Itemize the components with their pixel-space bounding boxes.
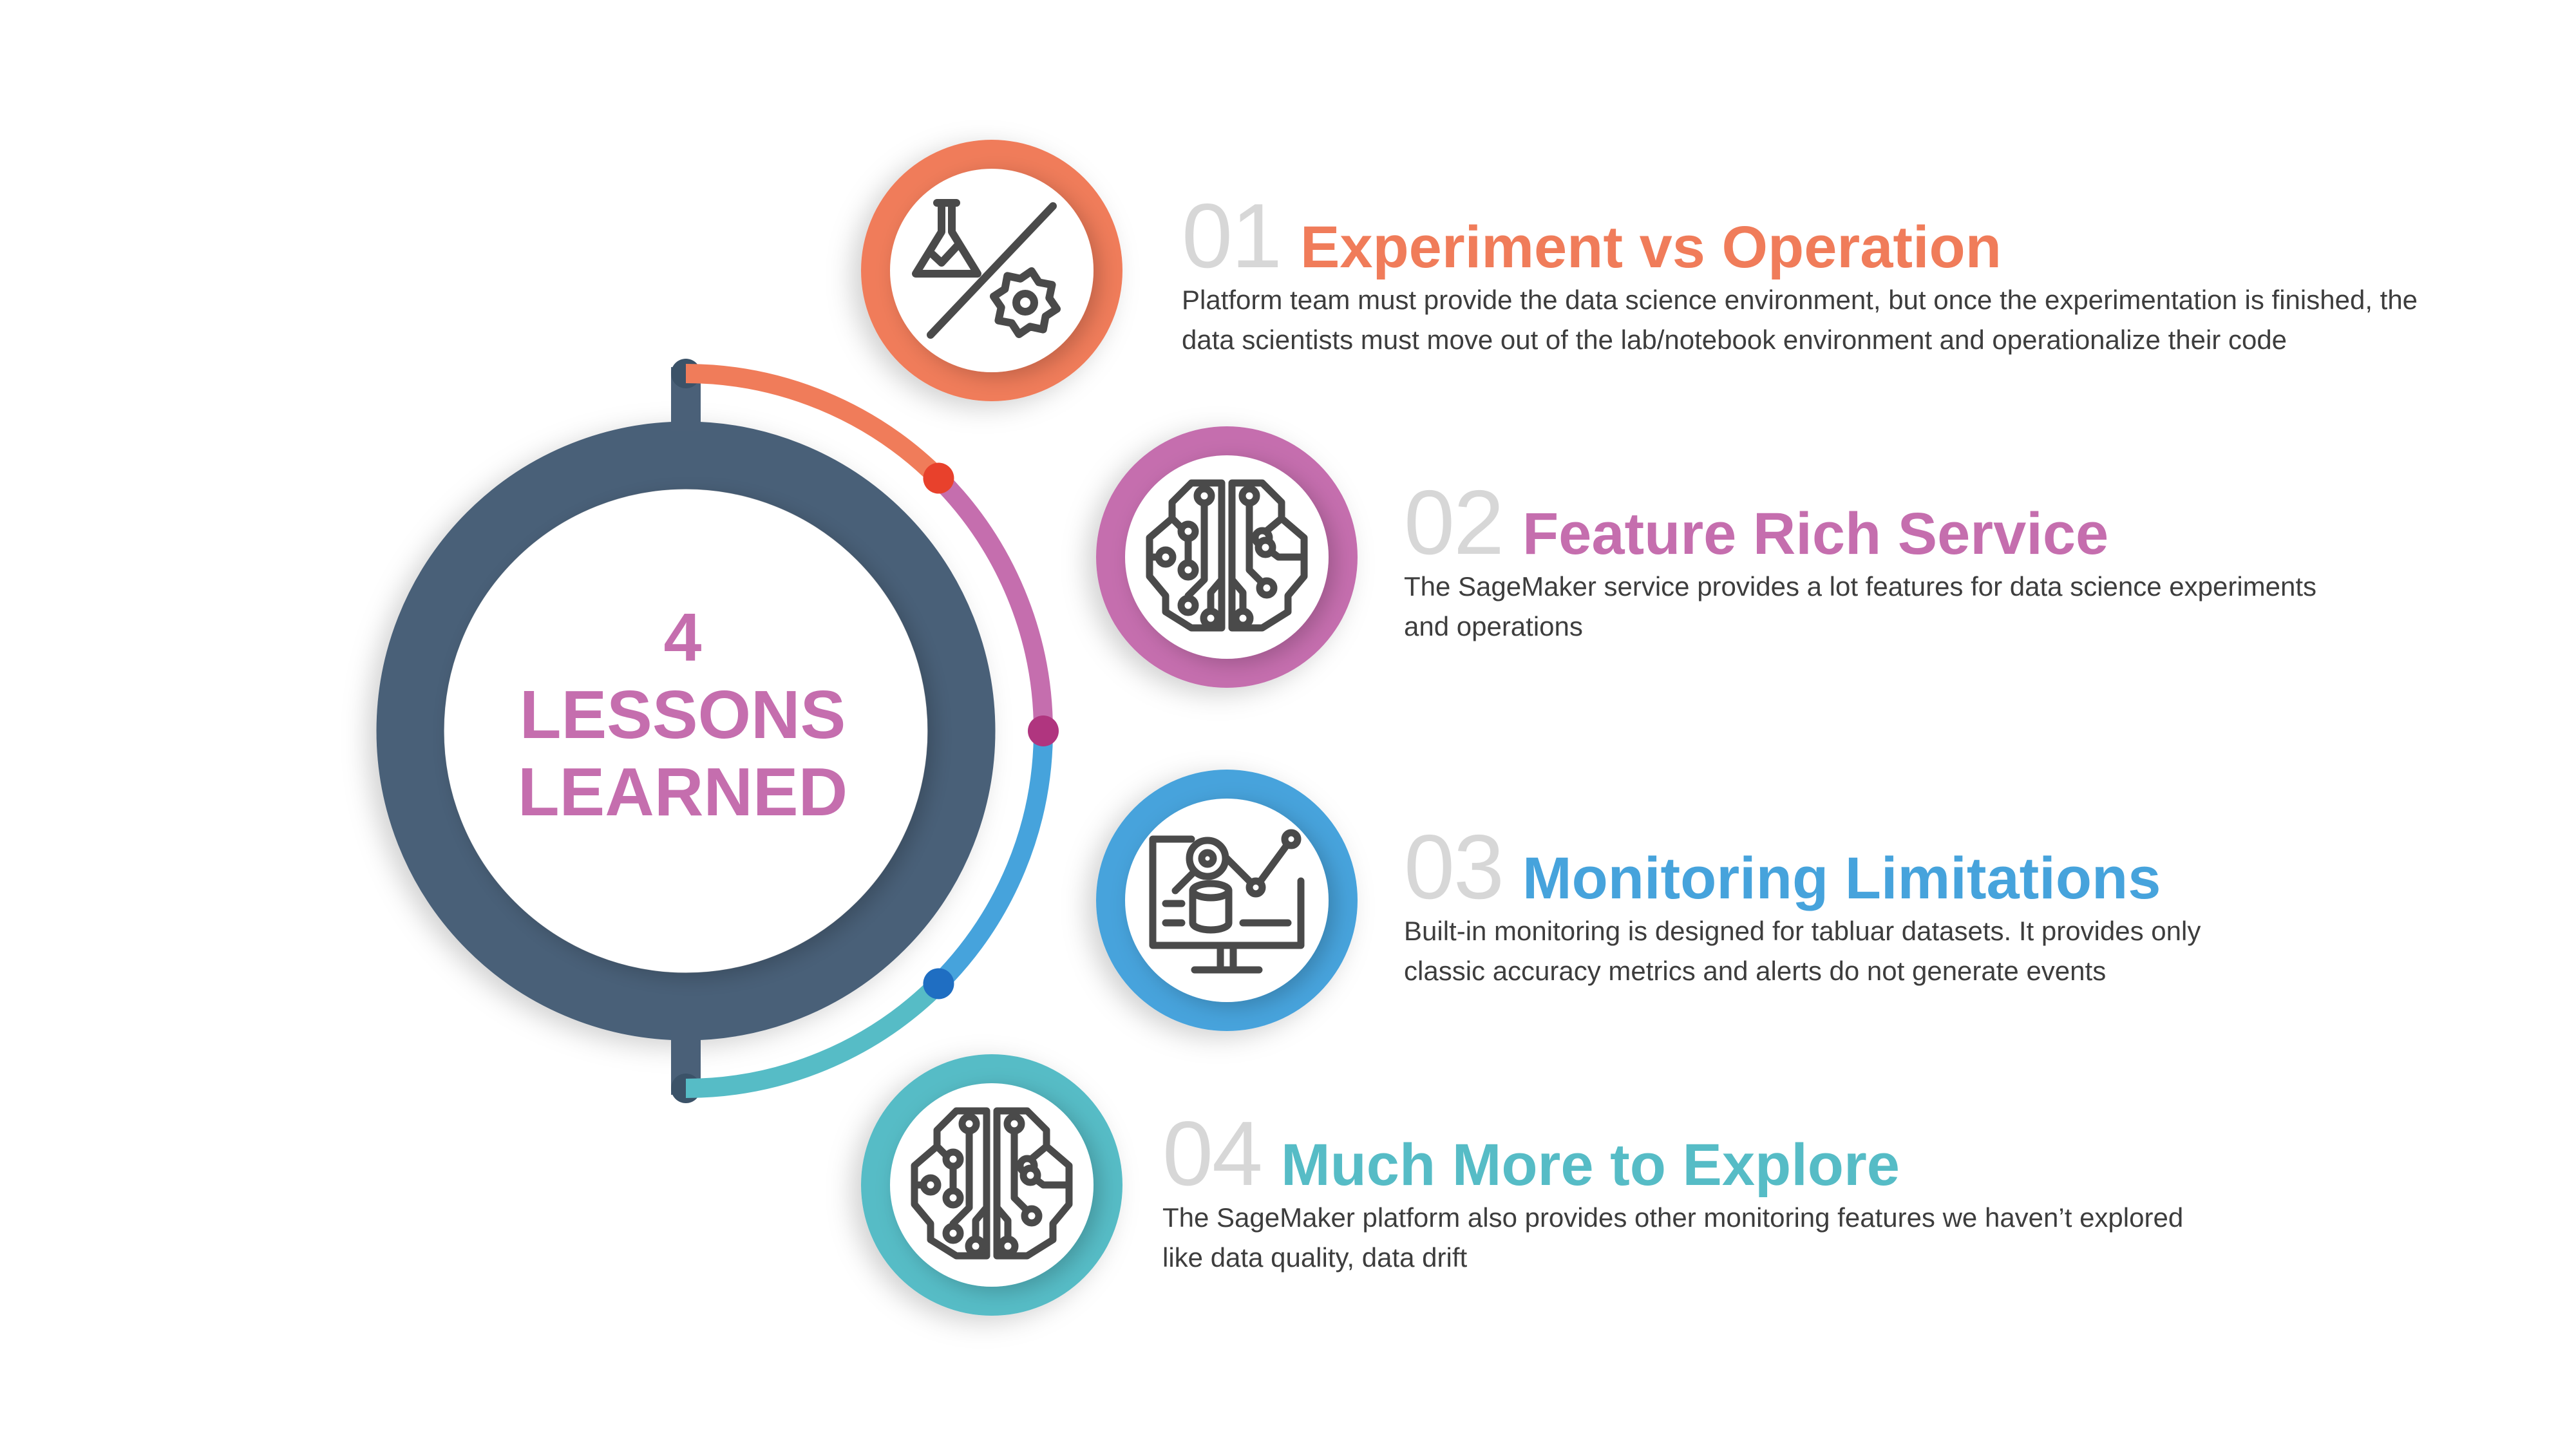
lesson-description: Built-in monitoring is designed for tabl…: [1404, 916, 2201, 986]
arc-segment-1: [685, 364, 946, 486]
lesson-item-4: 04 Much More to Explore The SageMaker pla…: [1162, 1101, 2225, 1278]
lesson-item-2: 02 Feature Rich Service The SageMaker ser…: [1404, 470, 2357, 647]
item-circles: [861, 140, 1358, 1316]
arc-joint-dot: [923, 462, 954, 494]
circuit-brain-icon: [911, 1107, 1073, 1260]
arc-joint-dot: [1028, 715, 1059, 746]
lesson-description: Platform team must provide the data scie…: [1182, 285, 2418, 355]
outer-arc: [685, 364, 1059, 1098]
lesson-description: The SageMaker platform also provides oth…: [1162, 1202, 2184, 1273]
arc-segment-2: [931, 471, 1053, 732]
arc-segment-3: [931, 730, 1053, 991]
lesson-item-1: 01 Experiment vs Operation Platform team …: [1182, 184, 2470, 360]
center-ring: [376, 359, 996, 1103]
lesson-title: Monitoring Limitations: [1522, 846, 2161, 911]
arc-joint-dot: [923, 968, 954, 999]
lesson-title: Feature Rich Service: [1522, 501, 2109, 567]
lesson-item-3: 03 Monitoring Limitations Built-in monito…: [1404, 815, 2286, 991]
center-title-line-lessons: LESSONS: [519, 677, 846, 753]
flask-gear-icon: [912, 199, 1061, 339]
arc-segment-4: [685, 976, 946, 1098]
center-title-number: 4: [663, 600, 702, 676]
lesson-number: 02: [1404, 471, 1504, 574]
lesson-circle-4: [861, 1054, 1122, 1316]
lesson-circle-3: [1096, 770, 1358, 1031]
lesson-number: 04: [1162, 1103, 1263, 1205]
lesson-number: 01: [1182, 185, 1282, 287]
center-title: 4 LESSONS LEARNED: [444, 599, 921, 831]
lesson-title: Much More to Explore: [1280, 1132, 1900, 1198]
lesson-description: The SageMaker service provides a lot fea…: [1404, 571, 2317, 641]
lesson-title: Experiment vs Operation: [1300, 214, 2002, 280]
monitor-analytics-icon: [1149, 829, 1305, 974]
center-title-line-learned: LEARNED: [517, 754, 848, 830]
lesson-number: 03: [1404, 816, 1504, 918]
lesson-circle-2: [1096, 426, 1358, 688]
lesson-circle-1: [861, 140, 1122, 401]
circuit-brain-icon: [1146, 479, 1308, 632]
